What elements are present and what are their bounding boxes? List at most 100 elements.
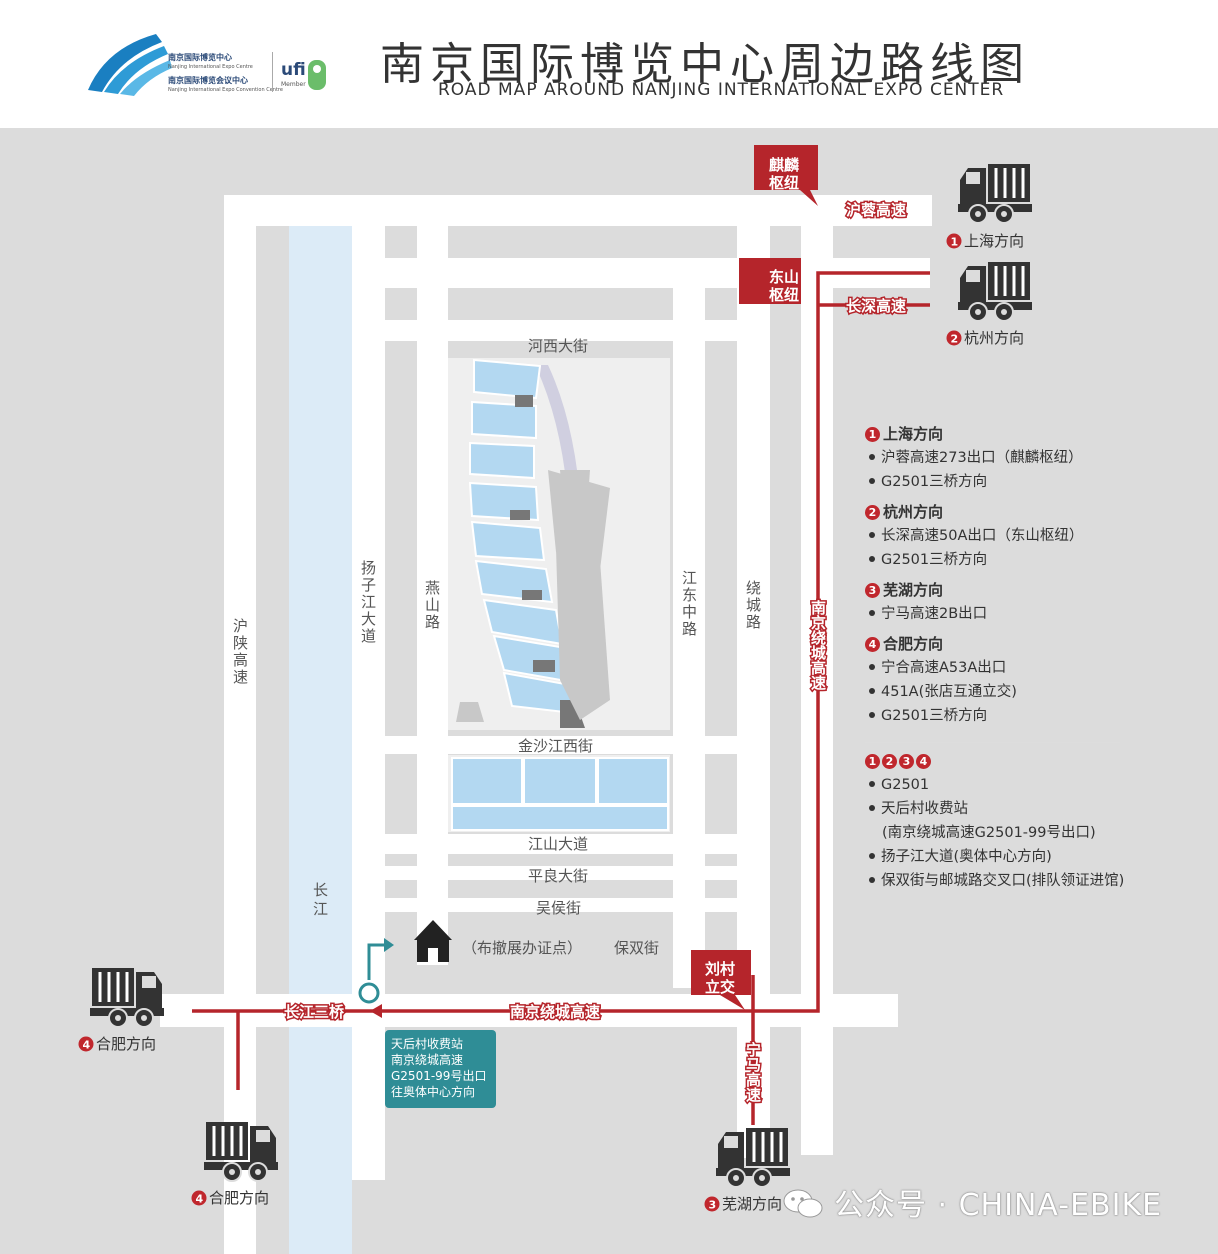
truck-label-hefei-bottom: 合肥方向 — [209, 1189, 269, 1207]
legend-item-text: 宁合高速A53A出口 — [881, 660, 1007, 676]
legend-item-text: 天后村收费站 — [881, 801, 968, 817]
truck-icon-wuhu — [716, 1128, 790, 1188]
toll-line-2: 南京绕城高速 — [391, 1052, 463, 1067]
truck-label-shanghai: 上海方向 — [964, 232, 1024, 250]
truck-icon-hefei-bottom — [204, 1122, 278, 1182]
legend-item-text: 451A(张店互通立交) — [881, 684, 1017, 700]
truck-num-hefei-bottom: 4 — [196, 1193, 204, 1206]
label-changshen: 长深高速 — [846, 297, 906, 315]
tollbox — [385, 1030, 496, 1108]
wechat-icon — [783, 1189, 823, 1218]
label-hurong: 沪蓉高速 — [846, 201, 906, 219]
logo-cn-1: 南京国际博览中心 — [168, 53, 232, 62]
label-changjiang3: 长江三桥 — [284, 1003, 345, 1021]
turn-arrow-icon — [367, 943, 388, 980]
ufi-logo: ufi — [281, 60, 306, 80]
legend-item: 宁马高速2B出口 — [865, 602, 1125, 626]
house-icon — [414, 920, 452, 962]
logo-cn-2: 南京国际博览会议中心 — [168, 76, 248, 85]
label-ningma: 宁马高速 — [744, 1041, 762, 1103]
hub-dongshan — [739, 258, 801, 304]
legend-item: G2501 — [865, 773, 1125, 797]
road-jinsha — [385, 736, 770, 754]
legend-item: 保双街与邮城路交叉口(排队领证进馆) — [865, 869, 1125, 893]
route-lines — [192, 271, 930, 1125]
truck-icon-hefei-left — [90, 968, 164, 1028]
legend-item: 宁合高速A53A出口 — [865, 656, 1125, 680]
legend-item-text: G2501三桥方向 — [881, 552, 988, 568]
road-wuhou — [385, 898, 770, 912]
legend-item-text: (南京绕城高速G2501-99号出口) — [882, 825, 1096, 841]
truck-label-hangzhou: 杭州方向 — [964, 329, 1024, 347]
legend-num-badge: 1 — [865, 427, 880, 442]
truck-num-shanghai: 1 — [951, 236, 959, 249]
green-badge-icon — [308, 60, 326, 90]
legend-item: G2501三桥方向 — [865, 704, 1125, 728]
toll-line-4: 往奥体中心方向 — [391, 1084, 475, 1099]
legend-item-text: 保双街与邮城路交叉口(排队领证进馆) — [881, 873, 1125, 889]
yangtze-river — [289, 195, 352, 1254]
label-jinsha: 金沙江西街 — [518, 737, 593, 755]
road-pingliang — [385, 866, 770, 880]
label-pingliang: 平良大街 — [528, 867, 588, 885]
map-canvas: 河西大街 金沙江西街 江山大道 平良大街 吴侯街 保双街 （布撤展办证点） 沪陕… — [0, 128, 1218, 1254]
label-wuhou: 吴侯街 — [536, 899, 581, 917]
legend-item: G2501三桥方向 — [865, 548, 1125, 572]
truck-num-hefei-left: 4 — [83, 1039, 91, 1052]
label-raocheng: 绕城路 — [744, 580, 762, 631]
legend-item: 451A(张店互通立交) — [865, 680, 1125, 704]
page-title: 南京国际博览中心周边路线图 — [380, 39, 1030, 90]
truck-label-hefei-left: 合肥方向 — [96, 1035, 156, 1053]
page-subtitle: ROAD MAP AROUND NANJING INTERNATIONAL EX… — [438, 80, 1005, 100]
truck-num-wuhu: 3 — [709, 1199, 717, 1212]
ufi-sub: Member — [281, 81, 306, 88]
legend-num-badge: 3 — [865, 583, 880, 598]
legend-item: 天后村收费站 — [865, 797, 1125, 821]
legend-item: G2501三桥方向 — [865, 470, 1125, 494]
legend-item: 扬子江大道(奥体中心方向) — [865, 845, 1125, 869]
label-hushan: 沪陕高速 — [231, 618, 249, 686]
legend-item-text: G2501三桥方向 — [881, 474, 988, 490]
legend-num-badge: 2 — [882, 754, 897, 769]
road-jiangshan — [385, 834, 770, 854]
legend-item: 长深高速50A出口（东山枢纽） — [865, 524, 1125, 548]
watermark: 公众号 · CHINA-EBIKE — [834, 1188, 1163, 1223]
road-hushan — [224, 195, 256, 1254]
legend-item-text: 沪蓉高速273出口（麒麟枢纽） — [881, 450, 1083, 466]
truck-label-wuhu: 芜湖方向 — [722, 1195, 782, 1213]
legend-item: (南京绕城高速G2501-99号出口) — [865, 821, 1125, 845]
hub-liucun — [691, 950, 751, 1010]
label-river: 长江 — [311, 882, 329, 920]
truck-icon-hangzhou — [958, 262, 1032, 322]
label-hexi: 河西大街 — [528, 337, 588, 355]
truck-icon-shanghai — [958, 164, 1032, 224]
location-pin-icon — [358, 982, 380, 1004]
road-hexi — [385, 320, 770, 341]
legend-num-badge: 2 — [865, 505, 880, 520]
label-office: （布撤展办证点） — [462, 939, 582, 957]
toll-line-3: G2501-99号出口 — [391, 1069, 486, 1083]
legend-num-badge: 1 — [865, 754, 880, 769]
toll-line-1: 天后村收费站 — [391, 1037, 463, 1051]
label-yanshan: 燕山路 — [423, 580, 441, 631]
legend-item-text: G2501 — [881, 777, 930, 793]
legend-group-label: 杭州方向 — [883, 503, 944, 521]
label-baoshuang: 保双街 — [614, 939, 659, 957]
legend-num-badge: 4 — [916, 754, 931, 769]
legend-item: 沪蓉高速273出口（麒麟枢纽） — [865, 446, 1125, 470]
legend-num-badge: 3 — [899, 754, 914, 769]
truck-num-hangzhou: 2 — [951, 333, 959, 346]
legend-item-text: 长深高速50A出口（东山枢纽） — [881, 528, 1084, 544]
legend-num-badge: 4 — [865, 637, 880, 652]
hub-qilin — [754, 145, 818, 206]
logo-en-2: Nanjing International Expo Convention Ce… — [168, 87, 283, 93]
expo-logo-icon — [88, 34, 172, 96]
hub-qilin-l1: 麒麟枢纽 — [769, 156, 800, 192]
label-ring-v: 南京绕城高速 — [809, 599, 827, 691]
road-raocheng — [737, 225, 770, 988]
